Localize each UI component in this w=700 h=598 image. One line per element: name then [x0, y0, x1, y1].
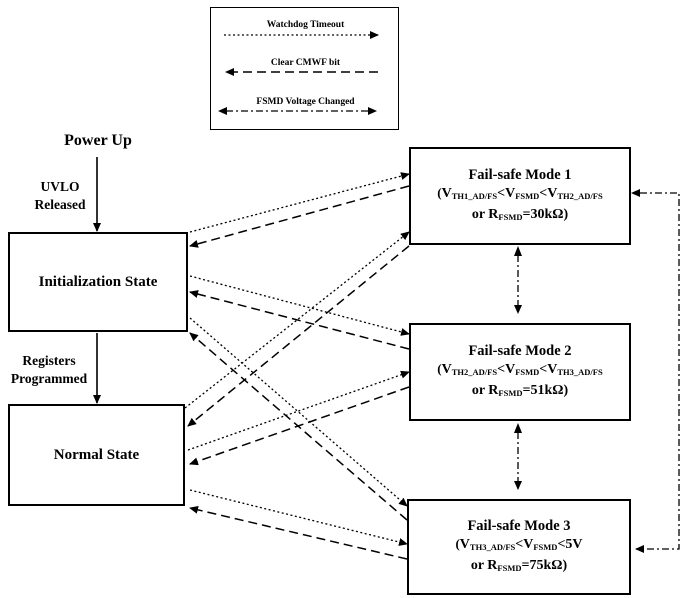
- normal-state-title: Normal State: [53, 446, 140, 463]
- legend-clear-label: Clear CMWF bit: [270, 58, 341, 68]
- failsafe-mode-2-title: Fail-safe Mode 2: [468, 343, 572, 359]
- arrow-init-to-fs2-watchdog: [189, 275, 410, 336]
- arrow-normal-to-fs2-watchdog: [187, 370, 410, 451]
- failsafe-mode-2-condition: (VTH2_AD/FS<VFSMD<VTH3_AD/FS: [437, 361, 603, 377]
- failsafe-mode-3-title: Fail-safe Mode 3: [467, 518, 571, 534]
- arrow-fs2-to-init-clear: [189, 290, 410, 350]
- failsafe-mode-3-box: Fail-safe Mode 3 (VTH3_AD/FS<VFSMD<5V or…: [407, 499, 631, 595]
- normal-state-box: Normal State: [8, 404, 185, 506]
- failsafe-mode-1-title: Fail-safe Mode 1: [468, 167, 572, 183]
- registers-label-line1: Registers: [22, 353, 76, 368]
- failsafe-mode-1-resistance: or RFSMD=30kΩ): [471, 207, 569, 222]
- legend-dashdot-arrowhead-left: [218, 107, 227, 115]
- legend-fsmd-label: FSMD Voltage Changed: [256, 97, 355, 107]
- arrowhead-fs1-fs3-top: [631, 189, 640, 197]
- arrow-normal-to-fs3-watchdog: [189, 489, 408, 546]
- arrow-fs1-to-normal-clear: [187, 245, 410, 427]
- uvlo-released-label: UVLO Released: [30, 178, 90, 214]
- arrow-init-to-fs1-watchdog: [189, 172, 410, 233]
- power-up-label: Power Up: [64, 132, 132, 149]
- failsafe-mode-2-box: Fail-safe Mode 2 (VTH2_AD/FS<VFSMD<VTH3_…: [409, 323, 631, 421]
- arrowhead-fs1-fs2-top: [514, 246, 522, 256]
- failsafe-mode-1-condition: (VTH1_AD/FS<VFSMD<VTH2_AD/FS: [437, 185, 603, 201]
- arrow-fs3-to-normal-clear: [189, 505, 408, 560]
- failsafe-mode-3-condition: (VTH3_AD/FS<VFSMD<5V: [455, 536, 583, 552]
- arrow-fs1-fs3-fsmd: [635, 192, 680, 553]
- uvlo-label-line1: UVLO: [40, 179, 80, 194]
- failsafe-mode-3-resistance: or RFSMD=75kΩ): [470, 558, 568, 573]
- registers-programmed-label: Registers Programmed: [6, 352, 92, 388]
- arrow-fs1-to-init-clear: [189, 185, 410, 248]
- arrowhead-fs2-fs3-top: [514, 423, 522, 433]
- failsafe-mode-1-box: Fail-safe Mode 1 (VTH1_AD/FS<VFSMD<VTH2_…: [409, 147, 631, 245]
- legend: Watchdog Timeout Clear CMWF bit FSMD Vol…: [210, 7, 399, 130]
- initialization-state-box: Initialization State: [8, 232, 188, 332]
- arrow-fs2-to-normal-clear: [189, 386, 410, 466]
- failsafe-mode-2-resistance: or RFSMD=51kΩ): [471, 383, 569, 398]
- legend-watchdog-label: Watchdog Timeout: [266, 20, 345, 30]
- uvlo-label-line2: Released: [34, 197, 86, 212]
- initialization-state-title: Initialization State: [38, 273, 158, 290]
- registers-label-line2: Programmed: [10, 371, 88, 386]
- arrow-init-to-fs3-watchdog: [189, 317, 408, 507]
